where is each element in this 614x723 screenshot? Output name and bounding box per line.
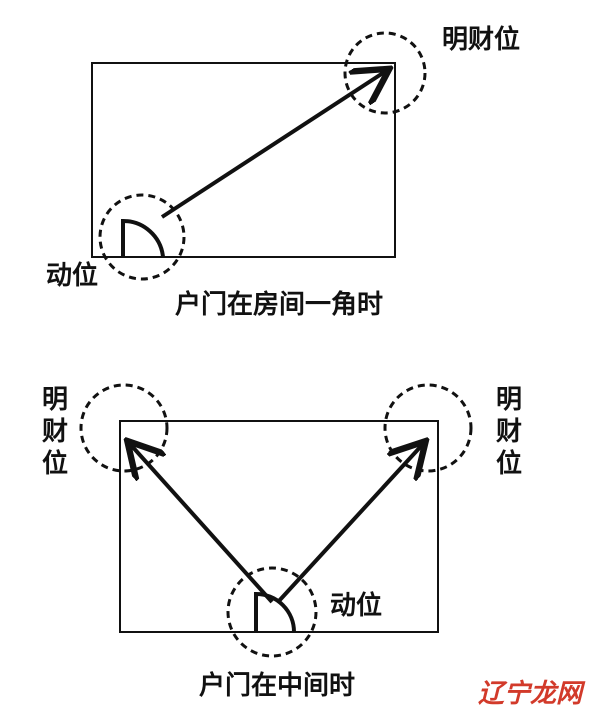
door-position-label: 动位 — [330, 590, 382, 621]
wealth-label-left-1: 明 — [42, 385, 68, 415]
watermark-logo: 辽宁龙网 — [478, 679, 586, 709]
direction-arrow-left — [130, 444, 274, 604]
direction-arrow-right — [276, 444, 423, 604]
wealth-label-right-2: 财 — [496, 417, 522, 447]
room-outline — [91, 62, 396, 258]
door-position-label: 动位 — [46, 260, 98, 291]
wealth-position-circle-right — [383, 383, 473, 473]
wealth-label-right-3: 位 — [496, 448, 522, 479]
wealth-position-label: 明财位 — [442, 24, 520, 55]
wealth-label-right-1: 明 — [496, 385, 522, 415]
diagram-caption: 户门在房间一角时 — [175, 289, 383, 320]
door-swing-icon — [121, 218, 165, 258]
door-position-circle — [98, 193, 186, 281]
wealth-label-left-2: 财 — [42, 417, 68, 447]
wealth-position-circle-left — [79, 383, 169, 473]
wealth-position-circle — [343, 31, 427, 115]
room-outline — [119, 420, 439, 633]
diagram-corner-door: 明财位 动位 户门在房间一角时 — [46, 24, 520, 320]
door-swing-icon — [254, 591, 296, 633]
diagram-middle-door: 明 财 位 明 财 位 动位 户门在中间时 — [42, 383, 522, 701]
diagram-caption: 户门在中间时 — [199, 670, 355, 701]
direction-arrow — [160, 71, 386, 219]
wealth-label-left-3: 位 — [42, 448, 68, 479]
door-position-circle — [226, 566, 318, 658]
